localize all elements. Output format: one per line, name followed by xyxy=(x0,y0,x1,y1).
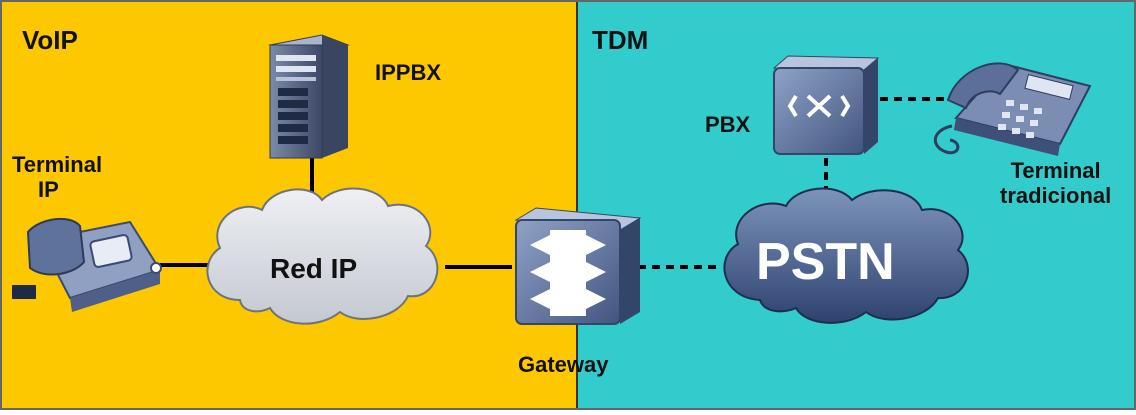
gateway-label: Gateway xyxy=(518,352,609,377)
traditional-terminal-label-line2: tradicional xyxy=(1000,183,1112,209)
voip-zone-title: VoIP xyxy=(22,25,78,55)
pstn-cloud-icon xyxy=(723,187,969,324)
ip-phone-icon xyxy=(12,217,162,312)
tdm-zone-title: TDM xyxy=(592,25,649,55)
ip-terminal-label-line2: IP xyxy=(38,177,59,203)
server-tower-icon xyxy=(268,34,350,159)
gateway-icon xyxy=(514,207,642,325)
pbx-label: PBX xyxy=(705,112,751,137)
pbx-switch-icon xyxy=(772,55,880,155)
ip-network-cloud-icon xyxy=(206,187,439,325)
ip-terminal-label-line1: Terminal xyxy=(12,152,103,177)
desk-phone-icon xyxy=(934,62,1092,156)
pstn-label: PSTN xyxy=(756,233,895,291)
ippbx-label: IPPBX xyxy=(375,60,442,85)
traditional-terminal-label: Terminal tradicional xyxy=(1000,158,1111,209)
ip-terminal-label: Terminal IP xyxy=(12,152,102,203)
traditional-terminal-label-line1: Terminal xyxy=(1010,158,1101,183)
ip-network-label: Red IP xyxy=(270,253,358,284)
